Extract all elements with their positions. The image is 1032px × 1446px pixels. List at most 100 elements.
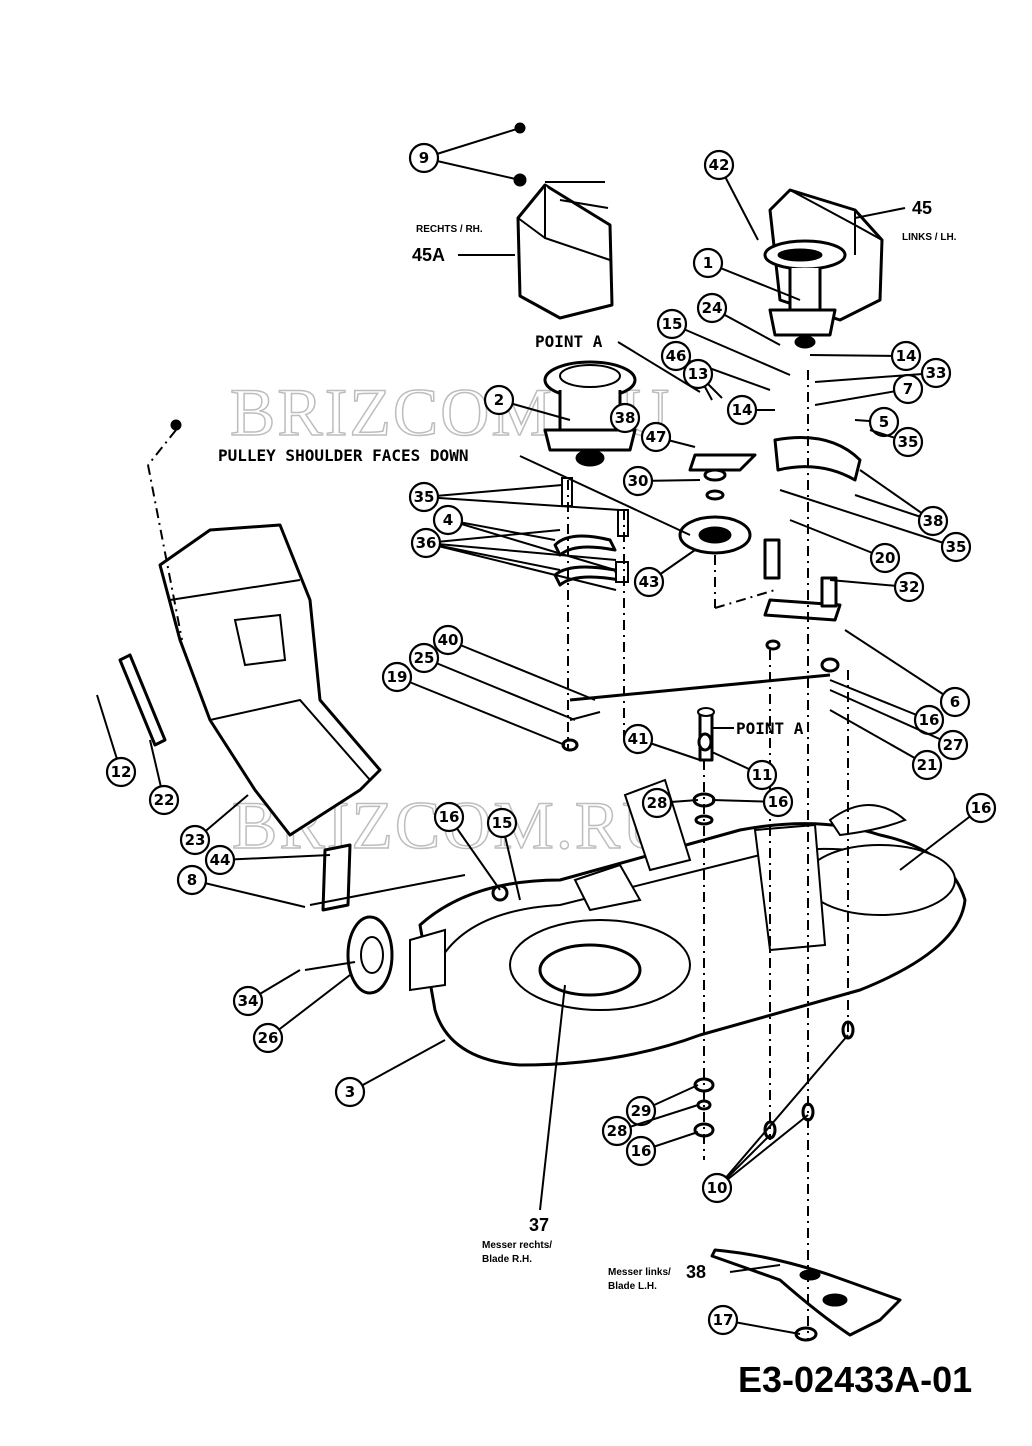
callout-28: 28 (601, 1115, 633, 1147)
callout-6: 6 (939, 686, 971, 718)
callout-27: 27 (937, 729, 969, 761)
callout-5: 5 (868, 406, 900, 438)
callout-leader (425, 542, 617, 591)
callout-number: 8 (187, 871, 197, 889)
callout-20: 20 (869, 542, 901, 574)
callout-number: 24 (702, 299, 723, 317)
callout-number: 40 (438, 631, 459, 649)
callout-34: 34 (232, 985, 264, 1017)
blade-lh-38 (710, 1248, 902, 1337)
callout-16: 16 (762, 786, 794, 818)
label-45a: 45A (412, 245, 445, 265)
callout-number: 22 (154, 791, 175, 809)
callout-number: 16 (971, 799, 992, 817)
callout-2: 2 (483, 384, 515, 416)
spindle-right (763, 239, 847, 349)
callout-number: 21 (917, 756, 938, 774)
callout-35: 35 (408, 481, 440, 513)
callout-number: 11 (752, 766, 773, 784)
callout-leader (899, 807, 982, 871)
callout-number: 6 (950, 693, 960, 711)
callout-19: 19 (381, 661, 413, 693)
wheel-26 (304, 915, 394, 995)
belt-guides (553, 477, 629, 587)
callout-15: 15 (486, 807, 518, 839)
callout-number: 29 (631, 1102, 652, 1120)
label-38: 38 (686, 1262, 706, 1282)
chute-rod-22 (118, 653, 167, 747)
label-blade-lh-en: Blade L.H. (608, 1281, 657, 1292)
callout-leader (716, 1114, 809, 1189)
tension-rod-40 (569, 673, 831, 721)
callout-35: 35 (940, 531, 972, 563)
callout-22: 22 (148, 784, 180, 816)
callout-4: 4 (432, 504, 464, 536)
callout-number: 10 (707, 1179, 728, 1197)
callout-leader (423, 496, 621, 511)
diagram-code: E3-02433A-01 (738, 1359, 972, 1400)
callout-38: 38 (917, 505, 949, 537)
callout-number: 47 (646, 428, 667, 446)
label-links: LINKS / LH. (902, 232, 957, 243)
idler-pulley-43 (678, 515, 752, 555)
centerlines (147, 370, 849, 1340)
callout-leader (829, 689, 954, 746)
callout-number: 28 (607, 1122, 628, 1140)
callout-40: 40 (432, 624, 464, 656)
callout-leader (267, 974, 351, 1039)
callout-30: 30 (622, 465, 654, 497)
callout-10: 10 (701, 1172, 733, 1204)
label-blade-lh-de: Messer links/ (608, 1267, 671, 1278)
callout-number: 3 (345, 1083, 355, 1101)
callout-number: 12 (111, 763, 132, 781)
callout-35: 35 (892, 426, 924, 458)
callout-number: 41 (628, 730, 649, 748)
callout-number: 1 (703, 254, 713, 272)
callout-16: 16 (433, 801, 465, 833)
callout-leader (425, 529, 561, 544)
label-37: 37 (529, 1215, 549, 1235)
callout-number: 14 (896, 347, 917, 365)
label-point-a-top: POINT A (535, 332, 603, 351)
callout-3: 3 (334, 1076, 366, 1108)
callout-number: 15 (662, 315, 683, 333)
callout-number: 23 (185, 831, 206, 849)
callout-number: 13 (688, 365, 709, 383)
callout-leader (349, 1039, 446, 1093)
callout-leader (789, 519, 886, 559)
callout-number: 14 (732, 401, 753, 419)
callout-number: 16 (919, 711, 940, 729)
callout-13: 13 (682, 358, 714, 390)
callout-38: 38 (609, 402, 641, 434)
callout-leader (219, 854, 331, 861)
label-pulley-note: PULLEY SHOULDER FACES DOWN (218, 446, 468, 465)
callout-24: 24 (696, 292, 728, 324)
callout-leader (447, 639, 596, 701)
callout-number: 2 (494, 391, 504, 409)
callout-44: 44 (204, 844, 236, 876)
callout-number: 16 (768, 793, 789, 811)
callout-leader (671, 323, 791, 376)
callout-23: 23 (179, 824, 211, 856)
callout-43: 43 (633, 566, 665, 598)
callout-leader (829, 679, 930, 721)
callout-leader (707, 262, 801, 301)
callout-number: 19 (387, 668, 408, 686)
callout-number: 36 (416, 534, 437, 552)
callout-29: 29 (625, 1095, 657, 1127)
callout-number: 4 (443, 511, 453, 529)
callout-number: 43 (639, 573, 660, 591)
callout-9: 9 (408, 142, 440, 174)
label-blade-rh-en: Blade R.H. (482, 1254, 532, 1265)
callout-leader (809, 354, 907, 357)
callout-16: 16 (625, 1135, 657, 1167)
callout-28: 28 (641, 787, 673, 819)
label-point-a-bottom: POINT A (736, 719, 804, 738)
callout-17: 17 (707, 1304, 739, 1336)
callout-number: 42 (709, 156, 730, 174)
callout-number: 32 (899, 578, 920, 596)
callout-leader (716, 1034, 849, 1189)
bracket-44 (321, 843, 352, 912)
callout-number: 35 (898, 433, 919, 451)
